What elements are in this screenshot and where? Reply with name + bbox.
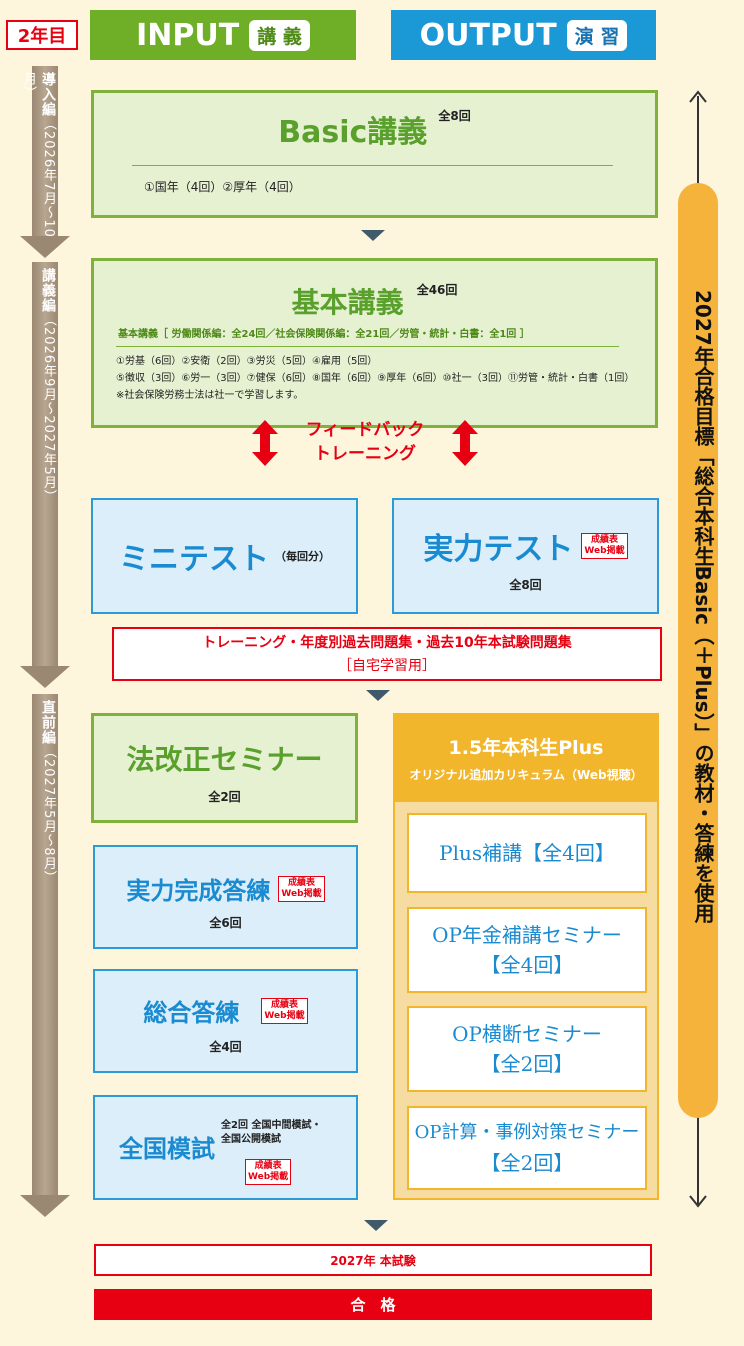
mini-test-sub: （毎回分） — [275, 550, 330, 563]
jitsuryoku-test-title: 実力テスト — [423, 532, 574, 567]
flow-arrow-down — [366, 690, 390, 701]
kihon-lecture-subline: 基本講義［ 労働関係編：全24回／社会保険関係編：全21回／労管・統計・白書：全… — [118, 329, 530, 340]
kansei-touren-title: 実力完成答練 — [126, 877, 271, 905]
feedback-arrow-left — [252, 420, 278, 466]
feedback-arrow-right — [452, 420, 478, 466]
basic-lecture-detail: ①国年（4回）②厚年（4回） — [144, 180, 301, 194]
mini-test-box: ミニテスト （毎回分） — [91, 498, 358, 614]
range-line-top — [697, 96, 699, 186]
phase-arrow-head — [20, 666, 70, 688]
flow-arrow-down — [364, 1220, 388, 1231]
pass-box: 合 格 — [94, 1289, 652, 1320]
phase-arrow-head — [20, 236, 70, 258]
materials-range-label: 2027年合格目標「総合本科生Basic（＋Plus）」の教材・答練を使用 — [691, 290, 715, 923]
plus-curriculum-header: 1.5年本科生Plus オリジナル追加カリキュラム（Web視聴） — [395, 715, 657, 802]
plus-item: OP年金補講セミナー【全4回】 — [407, 907, 647, 993]
phase-label-intro: 導入編（2026年7月～10月） — [21, 72, 56, 238]
phase-arrow-final: 直前編（2027年5月～8月） — [20, 694, 70, 1219]
kihon-lecture-box: 基本講義 全46回 基本講義［ 労働関係編：全24回／社会保険関係編：全21回／… — [91, 258, 658, 428]
national-mock-title: 全国模試 — [119, 1135, 215, 1163]
range-arrow-down-icon — [689, 1195, 707, 1208]
range-arrow-up-icon — [689, 90, 707, 103]
input-header-label: INPUT — [136, 17, 240, 53]
plus-curriculum-title: 1.5年本科生Plus — [448, 737, 604, 759]
materials-range-bar — [678, 183, 718, 1118]
phase-label-lecture: 講義編（2026年9月～2027年5月） — [40, 268, 56, 504]
basic-lecture-count: 全8回 — [438, 109, 471, 123]
input-header: INPUT 講 義 — [90, 10, 356, 60]
law-revision-seminar-title: 法改正セミナー — [126, 743, 323, 776]
mini-test-title: ミニテスト — [119, 542, 269, 577]
national-mock-info: 全2回 全国中間模試・ 全国公開模試 — [221, 1120, 322, 1145]
kansei-touren-count: 全6回 — [209, 916, 242, 930]
kihon-lecture-title: 基本講義 — [291, 286, 404, 319]
kihon-lecture-count: 全46回 — [416, 283, 458, 297]
sogo-touren-title: 総合答練 — [143, 999, 240, 1027]
output-header: OUTPUT 演 習 — [391, 10, 656, 60]
phase-arrow-lecture: 講義編（2026年9月～2027年5月） — [20, 262, 70, 690]
plus-item: OP計算・事例対策セミナー【全2回】 — [407, 1106, 647, 1190]
output-header-label: OUTPUT — [419, 17, 557, 53]
plus-item: Plus補講【全4回】 — [407, 813, 647, 893]
plus-curriculum-box: 1.5年本科生Plus オリジナル追加カリキュラム（Web視聴） Plus補講【… — [393, 713, 659, 1200]
phase-arrow-head — [20, 1195, 70, 1217]
jitsuryoku-test-count: 全8回 — [509, 578, 542, 592]
kihon-lecture-detail-2: ⑤徴収（3回）⑥労一（3回）⑦健保（6回）⑧国年（6回）⑨厚年（6回）⑩社一（3… — [116, 373, 635, 384]
range-line-bottom — [697, 1116, 699, 1204]
law-revision-seminar-box: 法改正セミナー 全2回 — [91, 713, 358, 823]
plus-item: OP横断セミナー【全2回】 — [407, 1006, 647, 1092]
basic-lecture-box: Basic講義 全8回 ①国年（4回）②厚年（4回） — [91, 90, 658, 218]
basic-lecture-title: Basic講義 — [278, 115, 428, 150]
law-revision-seminar-count: 全2回 — [208, 790, 241, 804]
year-badge: 2年目 — [6, 20, 78, 50]
feedback-label: フィードバック トレーニング — [305, 420, 425, 464]
sogo-touren-count: 全4回 — [209, 1040, 242, 1054]
phase-label-final: 直前編（2027年5月～8月） — [40, 700, 56, 885]
kihon-lecture-detail-1: ①労基（6回）②安衛（2回）③労災（5回）④雇用（5回） — [116, 356, 378, 367]
plus-curriculum-subtitle: オリジナル追加カリキュラム（Web視聴） — [409, 768, 643, 782]
output-header-tag: 演 習 — [566, 19, 628, 51]
exam-box: 2027年 本試験 — [94, 1244, 652, 1276]
phase-arrow-intro: 導入編（2026年7月～10月） — [20, 66, 70, 258]
input-header-tag: 講 義 — [249, 19, 310, 51]
flow-arrow-down — [361, 230, 385, 241]
training-materials-box: トレーニング・年度別過去問題集・過去10年本試験問題集 ［自宅学習用］ — [112, 627, 662, 681]
kihon-lecture-note: ※社会保険労務士法は社一で学習します。 — [116, 390, 304, 401]
